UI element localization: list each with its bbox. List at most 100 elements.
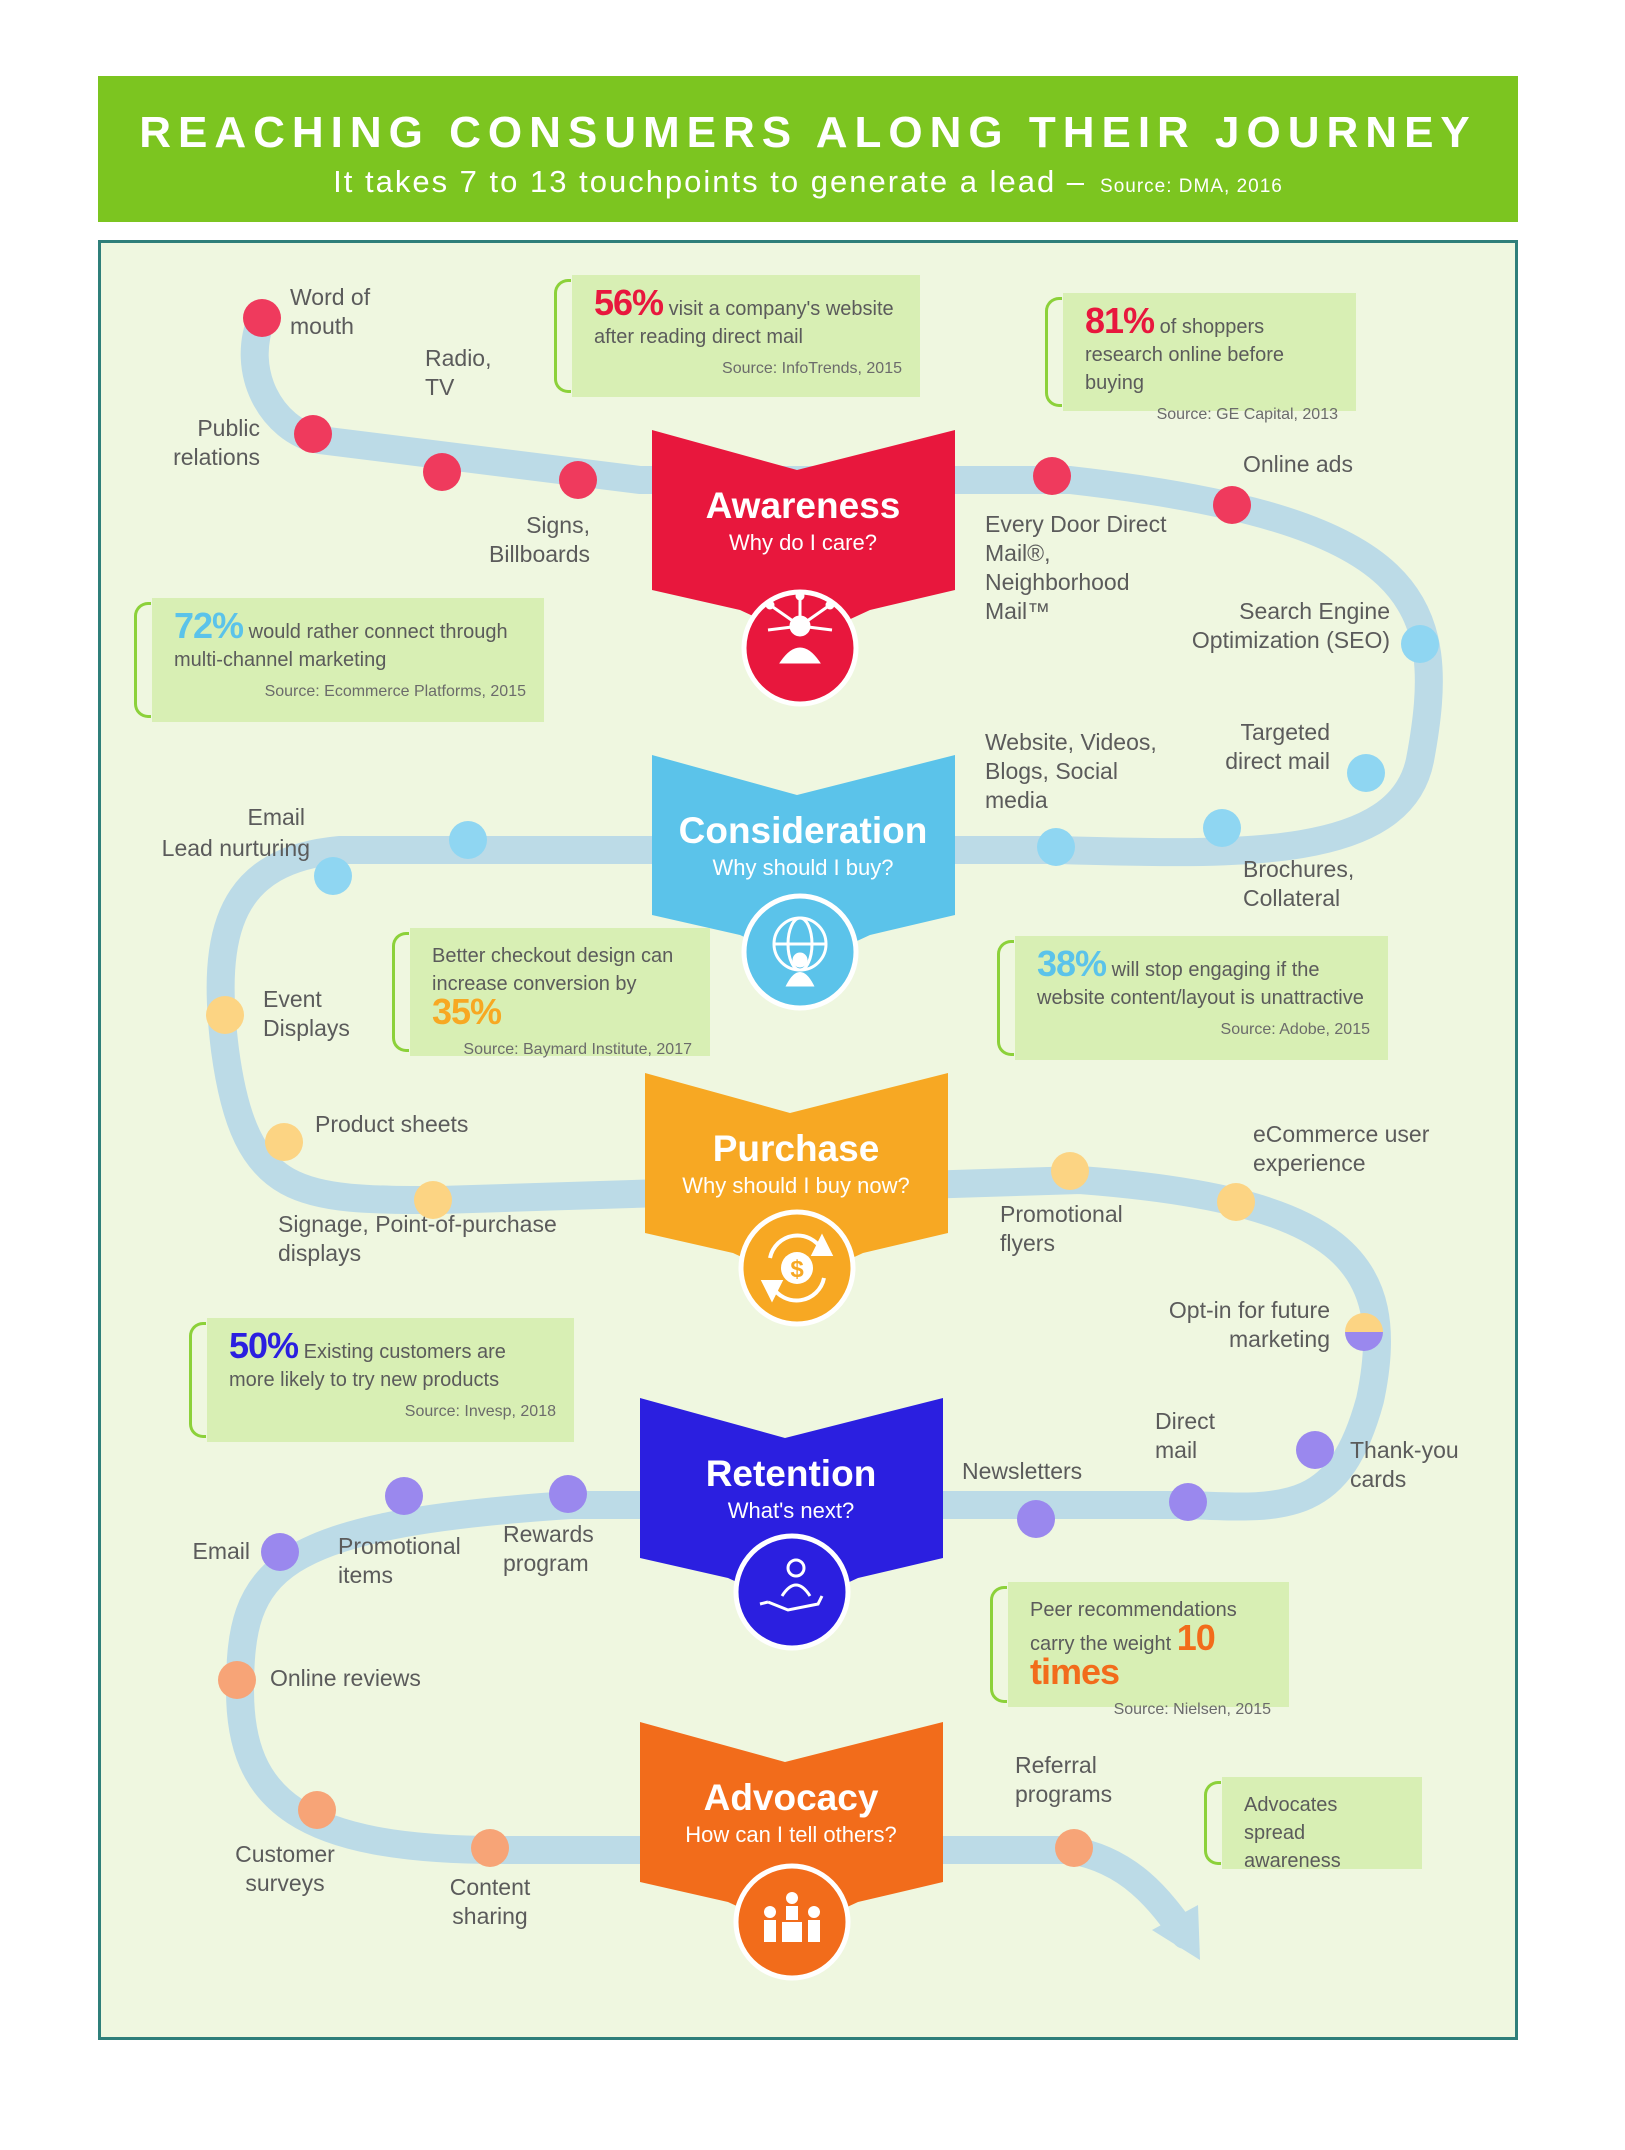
group-podium-icon — [764, 1892, 820, 1942]
stat-percent: 35% — [432, 991, 502, 1032]
stat-brace — [1204, 1781, 1221, 1865]
retention-dots — [261, 1431, 1334, 1571]
stage-icon-circle — [733, 1533, 851, 1651]
consideration-dots — [314, 625, 1439, 895]
stage-banner — [640, 1398, 943, 1608]
stage-banner — [645, 1073, 948, 1283]
stage-icon-circle — [741, 893, 859, 1011]
touchpoint-dot — [1296, 1431, 1334, 1469]
stat-text: Existing customers are more likely to tr… — [229, 1341, 506, 1391]
touchpoint-dot-split — [1345, 1313, 1383, 1332]
stat-box: 72% would rather connect through multi-c… — [134, 598, 544, 722]
touchpoint-label: Newsletters — [962, 1458, 1083, 1484]
touchpoint-dot — [1017, 1500, 1055, 1538]
touchpoint-dot — [1051, 1152, 1089, 1190]
stat-text: Peer recommendations carry the weight — [1030, 1599, 1237, 1655]
touchpoint-dot-split — [1345, 1332, 1383, 1351]
stat-source: Source: Ecommerce Platforms, 2015 — [264, 683, 526, 700]
touchpoint-label: Promotional items — [338, 1533, 461, 1588]
stage-banner — [640, 1722, 943, 1932]
stat-text: will stop engaging if the website conten… — [1037, 959, 1364, 1009]
touchpoint-dot — [1037, 828, 1075, 866]
stage-title-consideration: Consideration — [678, 810, 928, 851]
touchpoint-dot — [1213, 486, 1251, 524]
subtitle-source: Source: DMA, 2016 — [1100, 176, 1283, 197]
touchpoint-label: Opt-in for future marketing — [1168, 1297, 1330, 1352]
stat-source: Source: GE Capital, 2013 — [1156, 406, 1338, 423]
touchpoint-label: Customer surveys — [235, 1841, 335, 1896]
touchpoint-label: Lead nurturing — [161, 835, 310, 861]
stat-box: 38% will stop engaging if the website co… — [997, 936, 1388, 1060]
stat-box: Advocates spread awareness — [1204, 1777, 1422, 1872]
stage-question-awareness: Why do I care? — [729, 530, 877, 555]
stage-question-purchase: Why should I buy now? — [682, 1173, 910, 1198]
stat-brace — [1045, 297, 1062, 407]
touchpoint-dot — [414, 1181, 452, 1219]
touchpoint-dot — [449, 821, 487, 859]
touchpoint-label: Content sharing — [449, 1874, 531, 1929]
touchpoint-dot — [549, 1475, 587, 1513]
stage-banner — [652, 430, 955, 640]
stage-awareness — [652, 430, 955, 707]
stat-source: Source: Invesp, 2018 — [404, 1403, 556, 1420]
touchpoint-label: Promotional flyers — [1000, 1201, 1123, 1256]
stat-percent: 81% — [1085, 300, 1155, 341]
touchpoint-dot — [559, 461, 597, 499]
touchpoint-label: Brochures, Collateral — [1243, 856, 1355, 911]
touchpoint-dot — [1203, 809, 1241, 847]
touchpoint-dot — [1217, 1183, 1255, 1221]
touchpoint-dot — [1401, 625, 1439, 663]
touchpoint-label: Radio, TV — [425, 345, 492, 400]
touchpoint-label: Website, Videos, Blogs, Social media — [985, 729, 1157, 813]
touchpoint-label: Email — [192, 1538, 250, 1564]
touchpoint-label: Referral programs — [1015, 1752, 1113, 1807]
page-subtitle: It takes 7 to 13 touchpoints to generate… — [98, 164, 1518, 200]
touchpoint-label: Event Displays — [263, 986, 350, 1041]
touchpoint-label: Every Door Direct Mail®, Neighborhood Ma… — [985, 511, 1167, 624]
touchpoint-dot — [1347, 754, 1385, 792]
stat-brace — [134, 602, 151, 718]
touchpoint-label: Online ads — [1243, 451, 1353, 477]
touchpoint-dot — [294, 415, 332, 453]
dollar-cycle-icon: $ — [760, 1233, 834, 1303]
network-person-icon — [765, 591, 835, 664]
touchpoint-label: Search Engine Optimization (SEO) — [1191, 598, 1390, 653]
touchpoint-label: Online reviews — [270, 1665, 421, 1691]
stage-title-retention: Retention — [705, 1453, 877, 1494]
stat-text: would rather connect through multi-chann… — [174, 621, 508, 671]
stat-text: visit a company's website after reading … — [594, 298, 894, 348]
stat-source: Source: Nielsen, 2015 — [1113, 1701, 1271, 1718]
subtitle-text: It takes 7 to 13 touchpoints to generate… — [333, 164, 1087, 199]
stage-title-advocacy: Advocacy — [703, 1777, 879, 1818]
stat-text: Better checkout design can increase conv… — [432, 945, 674, 995]
touchpoint-label: Signage, Point-of-purchase displays — [278, 1211, 557, 1266]
touchpoint-label: Public relations — [173, 415, 260, 470]
stage-title-purchase: Purchase — [712, 1128, 880, 1169]
touchpoint-label: Rewards program — [503, 1521, 594, 1576]
stat-brace — [997, 940, 1014, 1056]
stat-box: Better checkout design can increase conv… — [392, 928, 710, 1058]
svg-text:$: $ — [790, 1256, 804, 1283]
touchpoint-label: Email — [247, 804, 305, 830]
touchpoint-dot — [298, 1791, 336, 1829]
stage-purchase: $ — [645, 1073, 948, 1327]
stat-brace — [189, 1322, 206, 1438]
touchpoint-dot — [1169, 1483, 1207, 1521]
stat-percent: 50% — [229, 1325, 299, 1366]
advocacy-dots — [218, 1661, 1093, 1867]
touchpoint-dot — [265, 1123, 303, 1161]
touchpoint-dot — [314, 857, 352, 895]
awareness-dots — [243, 299, 1251, 524]
stat-text: of shoppers research online before buyin… — [1085, 316, 1285, 394]
header-banner: REACHING CONSUMERS ALONG THEIR JOURNEY I… — [98, 76, 1518, 222]
helping-hand-icon — [759, 1558, 824, 1612]
stat-box: 56% visit a company's website after read… — [554, 275, 920, 397]
stage-retention — [640, 1398, 943, 1651]
stage-advocacy — [640, 1722, 943, 1981]
touchpoint-dot — [1055, 1829, 1093, 1867]
stat-brace — [392, 932, 409, 1052]
stat-percent: 72% — [174, 605, 244, 646]
stage-consideration — [652, 755, 955, 1011]
stage-question-advocacy: How can I tell others? — [685, 1822, 897, 1847]
stat-source: Source: InfoTrends, 2015 — [722, 360, 902, 377]
